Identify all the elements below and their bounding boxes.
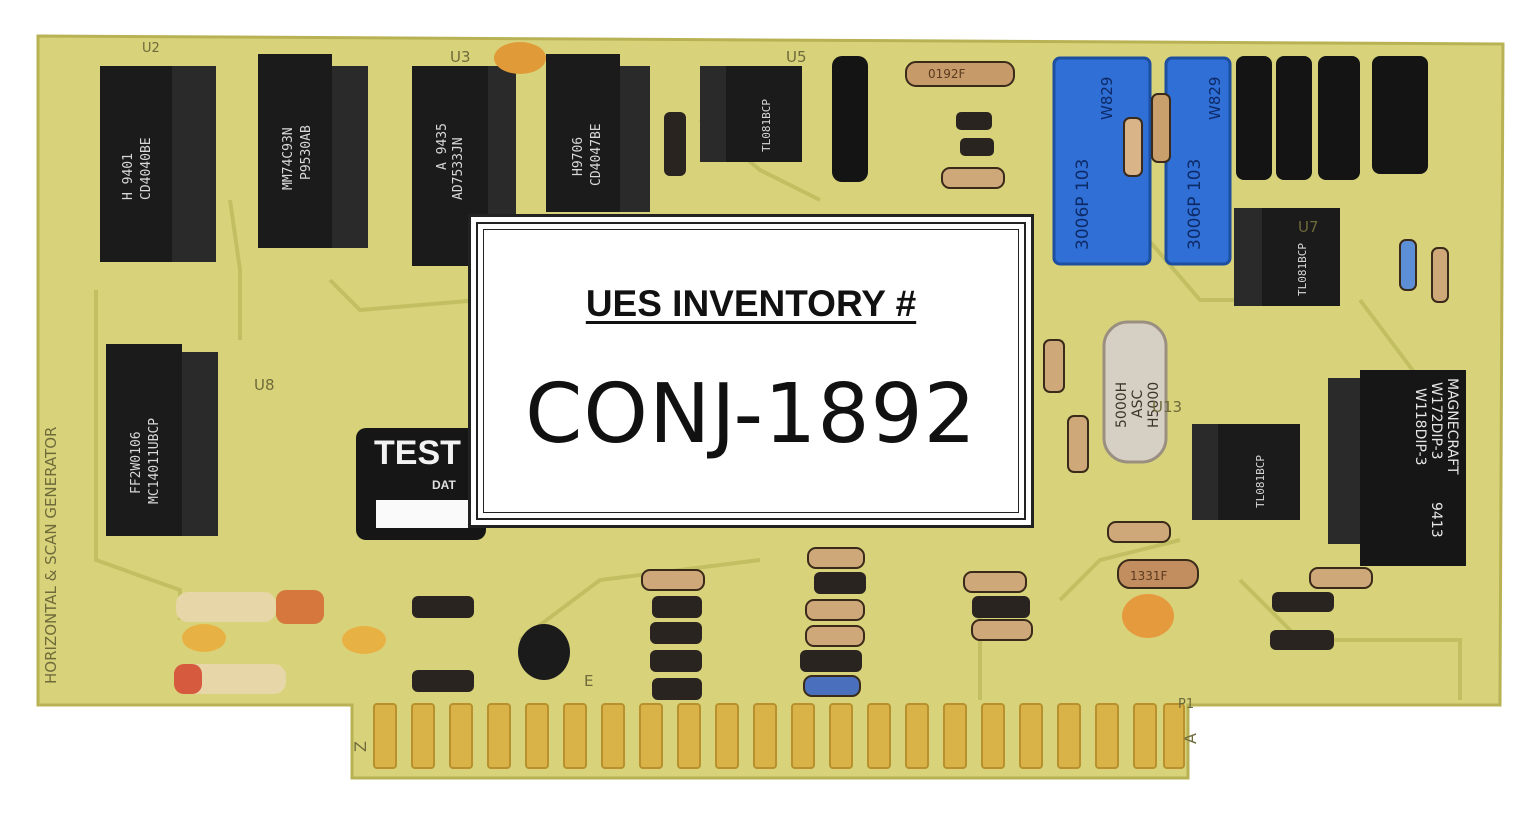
chip-u8-line2: FF2W0106 [129, 431, 144, 494]
ic-u2 [100, 66, 216, 262]
chip-u3-line1: AD7533JN [451, 137, 466, 200]
inventory-heading: UES INVENTORY # [585, 283, 917, 324]
test-sticker-title: TEST [374, 434, 461, 472]
relay-line1: MAGNECRAFT [1444, 378, 1460, 475]
chip-u4-line1: CD4047BE [589, 123, 604, 186]
pot-1-line2: W829 [1098, 77, 1116, 120]
chip-2-line2: MM74C93N [281, 127, 296, 190]
chip-u7-line1: TL081BCP [1296, 243, 1309, 296]
chip-u3-line2: A 9435 [435, 123, 450, 170]
test-sticker: TEST DAT [356, 428, 486, 540]
capacitor [1102, 320, 1168, 464]
side-silkscreen: HORIZONTAL & SCAN GENERATOR [42, 427, 60, 684]
relay-line3: W118DIP-3 [1412, 388, 1428, 466]
ref-u13: U13 [1152, 398, 1182, 416]
pin-label: P1 [1178, 697, 1194, 712]
resistor-code: 0192F [928, 67, 966, 81]
relay-line4: 9413 [1428, 502, 1444, 538]
ic-mm74c93n [258, 54, 368, 248]
chip-u2-line2: H 9401 [121, 153, 136, 200]
relay [1360, 370, 1466, 566]
resistors [641, 61, 1449, 697]
chip-u8-line1: MC14011UBCP [147, 418, 162, 504]
cap-line2: ASC [1130, 390, 1146, 418]
test-point-label: E [584, 672, 593, 690]
ref-u7: U7 [1298, 218, 1319, 236]
chip-u13-line1: TL081BCP [1254, 455, 1267, 508]
relay-line2: W172DIP-3 [1428, 382, 1444, 460]
resistor-code-2: 1331F [1130, 569, 1168, 583]
inventory-label: UES INVENTORY # CONJ-1892 [468, 214, 1034, 528]
inventory-number: CONJ-1892 [525, 367, 977, 462]
cap-line3: H5000 [1146, 382, 1162, 428]
chip-2-line1: P9530AB [299, 125, 314, 180]
pot-2-line2: W829 [1206, 77, 1224, 120]
test-sticker-field [376, 500, 476, 528]
axial-capacitors [174, 42, 1174, 694]
ic-u4 [546, 54, 650, 212]
ic-u8 [106, 344, 218, 536]
edge-connector [373, 703, 1185, 769]
pot-2-line1: 3006P 103 [1185, 159, 1205, 250]
ref-u3: U3 [450, 48, 471, 66]
pot-1-line1: 3006P 103 [1073, 159, 1093, 250]
ref-u8: U8 [254, 376, 275, 394]
transistor [518, 624, 570, 680]
connector-label-right: A [1181, 733, 1200, 744]
connector-label-left: Z [351, 741, 370, 752]
chip-u5-line1: TL081BCP [760, 99, 773, 152]
chip-u4-line2: H9706 [571, 137, 586, 176]
ic-u7 [1234, 208, 1340, 306]
jumper-posts [832, 56, 1428, 182]
cap-line1: 5000H [1114, 382, 1130, 428]
ic-u13 [1192, 424, 1300, 520]
ref-u5: U5 [786, 48, 807, 66]
test-sticker-date-label: DAT [432, 478, 456, 492]
diodes [412, 112, 1334, 700]
trimpot-1 [1052, 56, 1152, 266]
ic-u5 [700, 66, 802, 162]
chip-u2-line1: CD4040BE [139, 137, 154, 200]
ref-u2: U2 [142, 41, 160, 56]
